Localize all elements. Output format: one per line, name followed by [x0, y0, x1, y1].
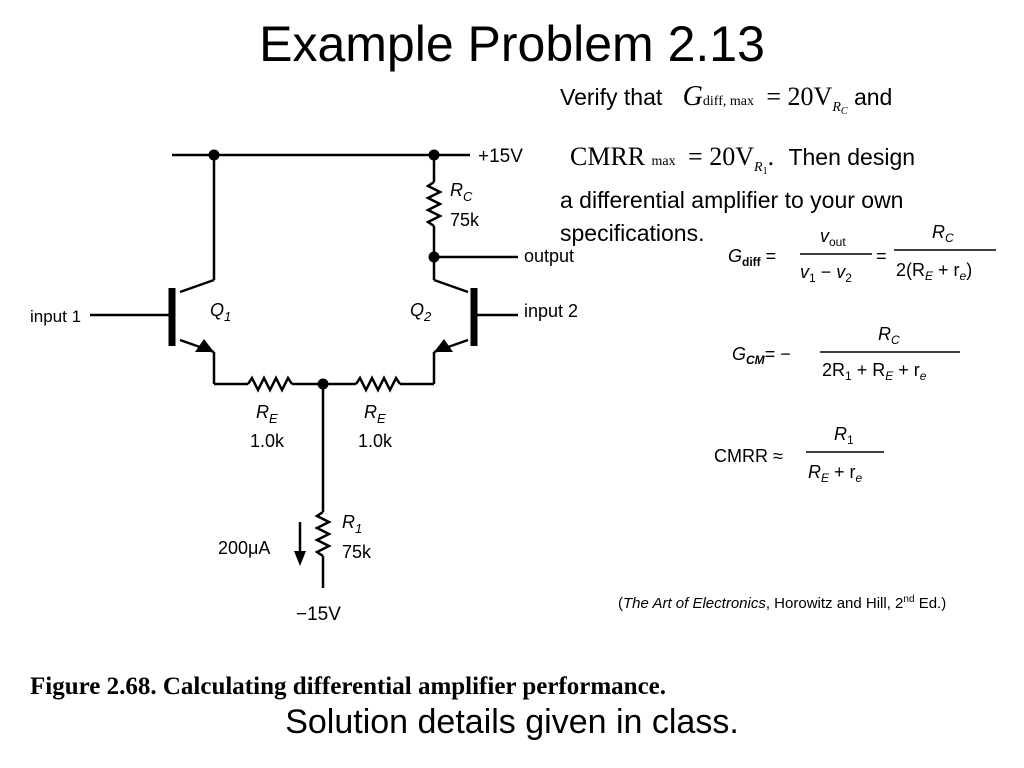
q2-label: Q2 — [410, 300, 432, 324]
cmrr-formula: CMRR ≈ R1 RE + re — [714, 424, 884, 485]
gcm-lhs: GCM= − — [732, 344, 791, 367]
rc-subsubscript: C — [840, 106, 848, 117]
cmrr-num: R1 — [834, 424, 854, 447]
gdiff-num1: vout — [820, 226, 846, 249]
circuit-nodes — [208, 149, 440, 390]
rc-subscript: R — [832, 100, 841, 115]
intro-line-3: a differential amplifier to your own — [560, 187, 904, 213]
problem-statement: Verify that Gdiff, max = 20VRC and CMRR … — [560, 80, 1010, 250]
citation-edition: Ed.) — [914, 595, 947, 612]
input-1-label: input 1 — [30, 307, 81, 326]
gdiff-den1: v1 − v2 — [800, 262, 852, 285]
citation-authors: , Horowitz and Hill, 2 — [765, 595, 904, 612]
gdiff-lhs: Gdiff = — [728, 246, 776, 269]
gdiff-formula: Gdiff = vout v1 − v2 = RC 2(RE + re) — [728, 222, 996, 285]
rc-label: RC — [450, 180, 473, 204]
cmrr-den: RE + re — [808, 462, 863, 485]
gdiff-symbol: G — [682, 81, 703, 112]
output-label: output — [524, 246, 574, 266]
q1-label: Q1 — [210, 300, 231, 324]
cmrr-lhs: CMRR ≈ — [714, 446, 783, 466]
gdiff-subscript: diff, max — [702, 94, 754, 109]
intro-line-1: Verify that Gdiff, max = 20VRC and — [560, 80, 1010, 128]
gcm-den: 2R1 + RE + re — [822, 360, 927, 383]
cmrr-equals-20v: = 20V — [688, 142, 754, 171]
re-right-label: RE — [364, 402, 386, 426]
intro-line-2: CMRR max = 20VR1. Then design — [560, 140, 1010, 188]
r1-value: 75k — [342, 542, 372, 562]
gdiff-equals: = — [876, 246, 887, 266]
re-left-label: RE — [256, 402, 278, 426]
gdiff-num2: RC — [932, 222, 954, 245]
q2-emitter-arrow — [434, 339, 453, 352]
input-2-label: input 2 — [524, 301, 578, 321]
r1-subsubscript: 1 — [762, 166, 768, 177]
cmrr-symbol: CMRR — [570, 142, 646, 171]
current-label: 200μA — [218, 538, 270, 558]
verify-that-text: Verify that — [560, 84, 663, 110]
intro-line-4: specifications. — [560, 220, 705, 246]
citation-open: ( — [618, 595, 623, 612]
current-arrow — [294, 551, 306, 566]
slide-title: Example Problem 2.13 — [259, 16, 765, 72]
citation-book: The Art of Electronics — [623, 595, 766, 612]
r1-label: R1 — [342, 512, 362, 536]
cmrr-subscript: max — [651, 154, 676, 169]
and-text: and — [853, 84, 893, 110]
gcm-formula: GCM= − RC 2R1 + RE + re — [732, 324, 960, 383]
then-design-text: Then design — [788, 144, 916, 170]
period: . — [767, 142, 775, 171]
gcm-num: RC — [878, 324, 900, 347]
supply-positive-label: +15V — [478, 146, 523, 167]
citation: (The Art of Electronics, Horowitz and Hi… — [618, 594, 946, 612]
figure-caption: Figure 2.68. Calculating differential am… — [30, 673, 667, 700]
gdiff-den2: 2(RE + re) — [896, 260, 972, 283]
r1-subscript: R — [754, 160, 763, 175]
rc-value: 75k — [450, 210, 480, 230]
equals-20v: = 20V — [766, 82, 833, 111]
solution-note: Solution details given in class. — [285, 703, 739, 741]
circuit-wires — [90, 153, 518, 588]
supply-negative-label: −15V — [296, 604, 341, 625]
q1-emitter-arrow — [195, 339, 214, 352]
re-left-value: 1.0k — [250, 431, 285, 451]
citation-edition-sup: nd — [903, 594, 915, 605]
re-right-value: 1.0k — [358, 431, 393, 451]
